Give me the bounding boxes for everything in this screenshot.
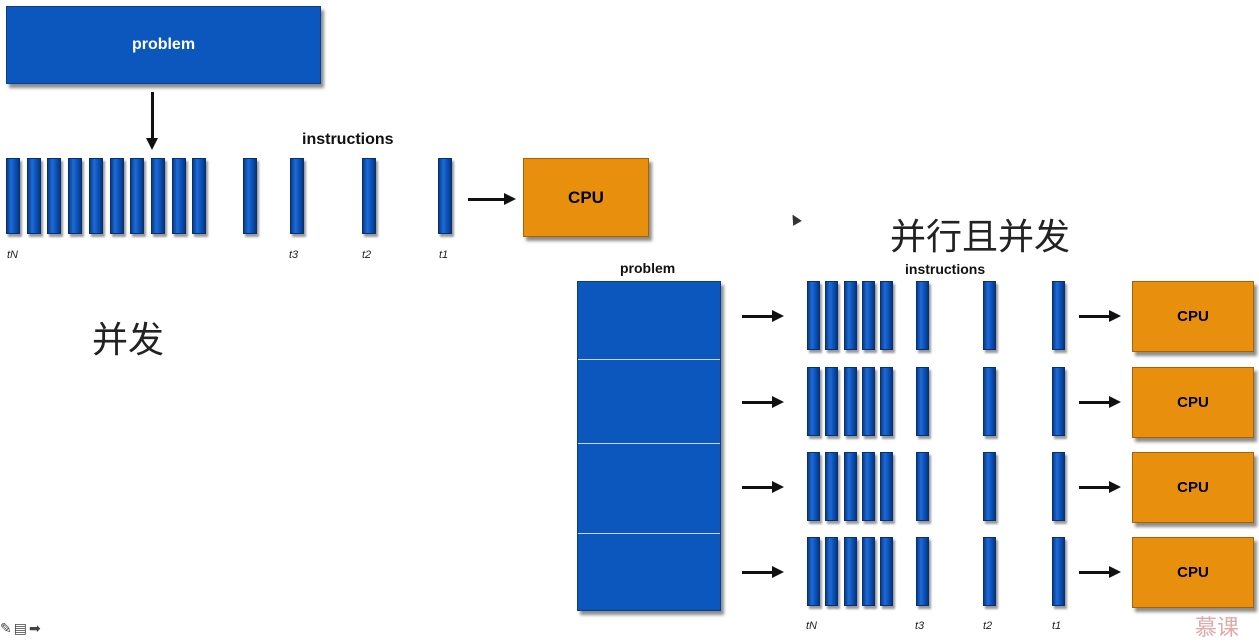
instruction-bar <box>807 537 820 606</box>
instruction-bar <box>68 158 82 234</box>
parallel-title: 并行且并发 <box>890 217 1071 258</box>
parallel-problem-label: problem <box>620 260 676 276</box>
parallel-t-label-t1: t1 <box>1052 620 1062 632</box>
instruction-bar <box>825 537 838 606</box>
instruction-bar <box>825 452 838 521</box>
problem-to-instructions-arrow <box>742 566 784 578</box>
instruction-bar <box>880 452 893 521</box>
instruction-bar <box>983 281 996 350</box>
instruction-bar <box>27 158 41 234</box>
problem-to-instructions-arrow <box>742 396 784 408</box>
instruction-bar <box>916 452 929 521</box>
concurrent-problem-box: problem <box>6 6 321 84</box>
instruction-bar <box>862 537 875 606</box>
instruction-bar <box>880 281 893 350</box>
parallel-cpu-box: CPU <box>1132 367 1254 438</box>
problem-segment-divider <box>578 443 720 444</box>
to-cpu-arrow <box>468 193 516 205</box>
instructions-to-cpu-arrow <box>1079 396 1121 408</box>
instruction-bar <box>1052 281 1065 350</box>
problem-segment-divider <box>578 359 720 360</box>
instruction-bar <box>916 281 929 350</box>
instructions-to-cpu-arrow <box>1079 310 1121 322</box>
instructions-to-cpu-arrow <box>1079 481 1121 493</box>
watermark-logo: 慕课 <box>1195 616 1240 641</box>
instruction-bar <box>110 158 124 234</box>
problem-to-instructions-arrow <box>742 310 784 322</box>
parallel-t-label-tN: tN <box>806 620 817 632</box>
parallel-instructions-label: instructions <box>905 261 986 277</box>
concurrent-instructions-label: instructions <box>302 131 394 148</box>
instruction-bar <box>862 367 875 436</box>
instruction-bar <box>844 537 857 606</box>
instruction-bar <box>1052 537 1065 606</box>
concurrent-t-label-tN: tN <box>7 249 18 261</box>
parallel-cpu-label: CPU <box>1177 394 1209 411</box>
instruction-bar <box>983 452 996 521</box>
parallel-cpu-label: CPU <box>1177 564 1209 581</box>
instruction-bar <box>983 537 996 606</box>
instruction-bar <box>983 367 996 436</box>
instruction-bar <box>825 367 838 436</box>
instruction-bar <box>243 158 257 234</box>
instruction-bar <box>192 158 206 234</box>
instruction-bar <box>880 367 893 436</box>
concurrent-cpu-label: CPU <box>568 187 604 207</box>
parallel-problem-box <box>577 281 721 611</box>
instruction-bar <box>438 158 452 234</box>
parallel-cpu-box: CPU <box>1132 452 1254 523</box>
instruction-bar <box>807 452 820 521</box>
instructions-to-cpu-arrow <box>1079 566 1121 578</box>
instruction-bar <box>6 158 20 234</box>
parallel-t-label-t3: t3 <box>915 620 925 632</box>
instruction-bar <box>807 281 820 350</box>
instruction-bar <box>1052 452 1065 521</box>
parallel-cpu-box: CPU <box>1132 537 1254 608</box>
parallel-cpu-box: CPU <box>1132 281 1254 352</box>
parallel-cpu-label: CPU <box>1177 308 1209 325</box>
concurrent-cpu-box: CPU <box>523 158 649 237</box>
problem-down-arrow <box>146 92 158 150</box>
problem-segment-divider <box>578 533 720 534</box>
instruction-bar <box>290 158 304 234</box>
instruction-bar <box>825 281 838 350</box>
instruction-bar <box>47 158 61 234</box>
concurrent-caption: 并发 <box>92 320 165 361</box>
instruction-bar <box>862 281 875 350</box>
concurrent-t-label-t1: t1 <box>439 249 449 261</box>
problem-to-instructions-arrow <box>742 481 784 493</box>
instruction-bar <box>844 281 857 350</box>
concurrent-t-label-t2: t2 <box>362 249 372 261</box>
instruction-bar <box>172 158 186 234</box>
instruction-bar <box>916 367 929 436</box>
mouse-cursor-icon <box>788 212 802 226</box>
instruction-bar <box>130 158 144 234</box>
parallel-t-label-t2: t2 <box>983 620 993 632</box>
concurrent-problem-label: problem <box>131 36 196 53</box>
instruction-bar <box>862 452 875 521</box>
instruction-bar <box>1052 367 1065 436</box>
instruction-bar <box>151 158 165 234</box>
toolbar-icons[interactable]: ✎▤➡ <box>0 620 43 636</box>
instruction-bar <box>89 158 103 234</box>
parallel-cpu-label: CPU <box>1177 479 1209 496</box>
instruction-bar <box>807 367 820 436</box>
instruction-bar <box>844 452 857 521</box>
instruction-bar <box>880 537 893 606</box>
instruction-bar <box>916 537 929 606</box>
instruction-bar <box>362 158 376 234</box>
instruction-bar <box>844 367 857 436</box>
concurrent-t-label-t3: t3 <box>289 249 299 261</box>
